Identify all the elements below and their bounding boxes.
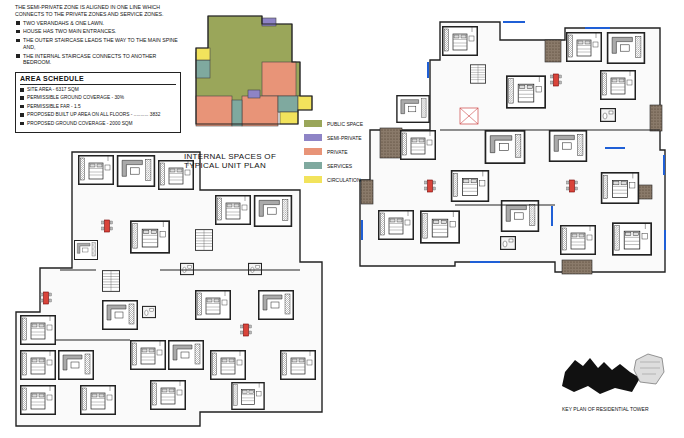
table-cell: PROPOSED BUILT UP AREA ON ALL FLOORS - .…	[27, 112, 160, 117]
note-text: THE OUTER STAIRCASE LEADS THE WAY TO THE…	[23, 37, 180, 51]
bullet-square	[16, 54, 20, 58]
bullet-square	[20, 122, 24, 126]
table-cell: PERMISSIBLE FAR - 1.5	[27, 104, 81, 109]
left-tower-plan	[16, 152, 322, 426]
note-text: THE INTERNAL STAIRCASE CONNECTS TO ANOTH…	[23, 53, 180, 67]
bullet-square	[20, 113, 24, 117]
table-row: PROPOSED BUILT UP AREA ON ALL FLOORS - .…	[20, 112, 176, 118]
legend-swatch	[304, 162, 322, 169]
plan-caption: INTERNAL SPACES OF TYPICAL UNIT PLAN	[184, 152, 284, 170]
legend-text: SERVICES	[327, 163, 352, 170]
area-schedule-table: AREA SCHEDULE SITE AREA - 6317 SQM PERMISS…	[15, 72, 181, 133]
legend-swatch	[304, 148, 322, 155]
table-row: PROPOSED GROUND COVERAGE - 2000 SQM	[20, 121, 176, 127]
table-row: PERMISSIBLE GROUND COVERAGE - 30%	[20, 95, 176, 101]
legend-text: PRIVATE	[327, 149, 348, 156]
bullet-square	[16, 30, 20, 34]
legend-swatch	[304, 176, 322, 183]
legend-text: PUBLIC SPACE	[327, 121, 363, 128]
key-plan	[562, 354, 664, 394]
unit-zoning-plan	[196, 16, 312, 126]
legend-text: SEMI-PRIVATE	[327, 135, 362, 142]
bullet-square	[16, 39, 20, 43]
table-heading: AREA SCHEDULE	[20, 75, 176, 85]
table-row: SITE AREA - 6317 SQM	[20, 87, 176, 93]
legend-swatch	[304, 134, 322, 141]
table-cell: PERMISSIBLE GROUND COVERAGE - 30%	[27, 95, 124, 100]
legend-text: CIRCULATION	[327, 177, 361, 184]
table-cell: SITE AREA - 6317 SQM	[27, 87, 79, 92]
bullet-square	[20, 88, 24, 92]
note-text: TWO VERANDAHS & ONE LAWN.	[23, 20, 180, 27]
bullet-square	[20, 105, 24, 109]
note-text: THE SEMI-PRIVATE ZONE IS ALIGNED IN ONE …	[15, 4, 180, 18]
bullet-square	[16, 21, 20, 25]
table-cell: PROPOSED GROUND COVERAGE - 2000 SQM	[27, 121, 133, 126]
right-tower-plan	[360, 22, 665, 274]
legend-swatch	[304, 120, 322, 127]
note-text: HOUSE HAS TWO MAIN ENTRANCES.	[23, 28, 180, 35]
key-plan-label: KEY PLAN OF RESIDENTIAL TOWER	[562, 406, 678, 413]
table-row: PERMISSIBLE FAR - 1.5	[20, 104, 176, 110]
bullet-square	[20, 96, 24, 100]
